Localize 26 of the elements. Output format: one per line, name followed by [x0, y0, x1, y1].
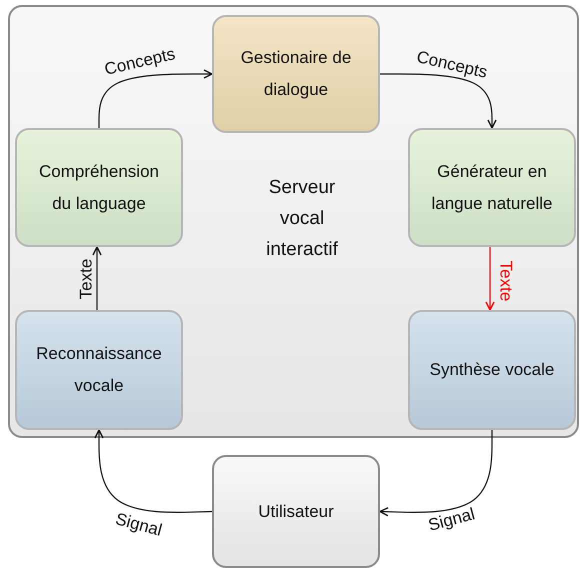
edge-label: Concepts	[102, 44, 178, 80]
process-box	[408, 310, 576, 430]
process-box	[15, 128, 183, 247]
process-box	[212, 15, 380, 133]
arrow	[94, 429, 212, 513]
node-label: Compréhension du language	[38, 160, 160, 214]
node-label: Synthèse vocale	[428, 359, 556, 381]
arrow	[379, 430, 493, 516]
edge-label: Signal	[112, 509, 164, 541]
node-label: Utilisateur	[257, 500, 335, 522]
node-label: Reconnaissance vocale	[35, 343, 163, 397]
node-label: Générateur en langue naturelle	[430, 160, 554, 214]
process-box	[408, 128, 576, 247]
arrow	[98, 69, 213, 128]
arrow	[92, 246, 102, 310]
arrow	[485, 247, 495, 311]
node-label: Gestionaire de dialogue	[240, 47, 352, 101]
edge-label: Concepts	[414, 47, 490, 83]
server-container	[8, 5, 579, 438]
process-box	[15, 310, 183, 430]
edge-label: Texte	[494, 260, 515, 302]
edge-label: Signal	[426, 504, 477, 536]
edge-label: Texte	[76, 258, 96, 300]
arrow	[380, 73, 497, 129]
process-box	[212, 455, 380, 568]
container-title: Serveur vocal interactif	[265, 176, 339, 262]
